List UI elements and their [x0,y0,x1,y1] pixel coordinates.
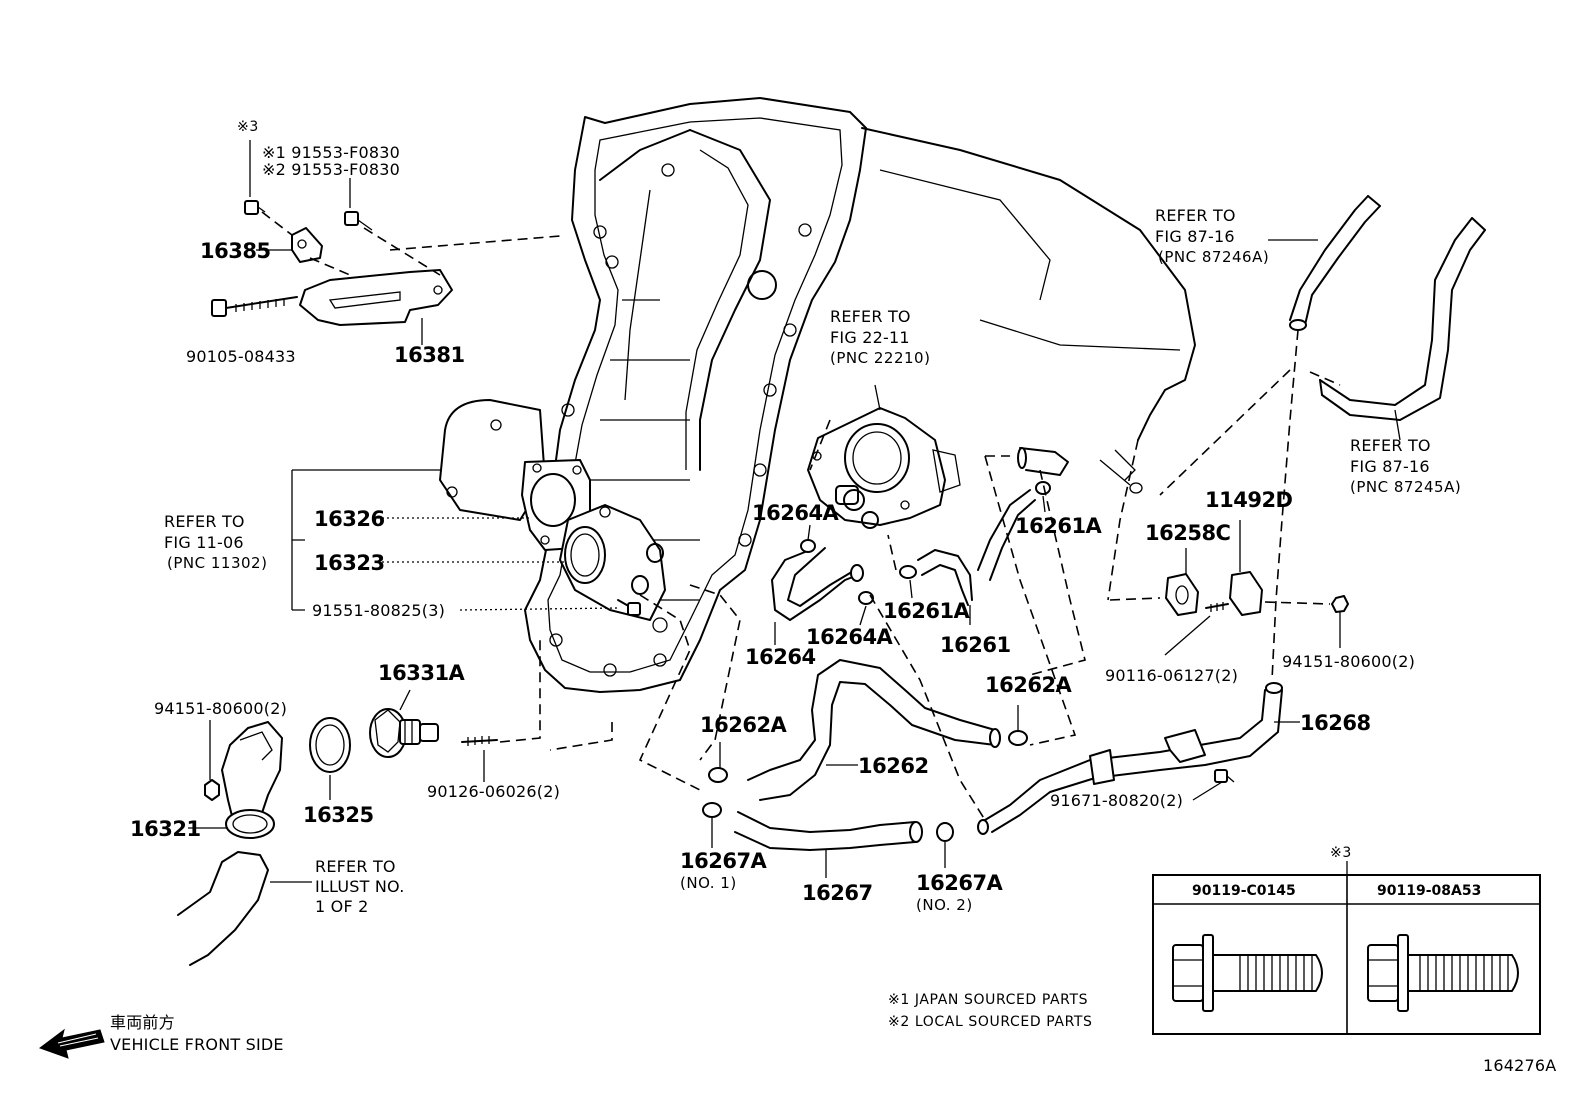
refer-fig-87-16-a-pnc: (PNC 87246A) [1158,248,1269,266]
part-number-90116-06127[interactable]: 90116-06127(2) [1105,666,1238,685]
hose-87245A [1319,217,1486,421]
part-number-16258C[interactable]: 16258C [1145,521,1231,545]
thermostat-16331A-icon [369,708,439,758]
refer-fig-22-11-line1: REFER TO [830,307,911,326]
part-number-11492D[interactable]: 11492D [1205,488,1293,512]
part-number-16262[interactable]: 16262 [858,754,929,778]
clamp-16267A-no2 [936,822,954,842]
label-no2: (NO. 2) [916,896,973,914]
part-number-16267A-no2[interactable]: 16267A [916,871,1004,895]
flange-bolt-icon [1367,934,1519,1012]
bolt-icon [344,211,373,231]
long-bolt-icon [211,296,298,317]
water-inlet-16321 [204,721,283,839]
part-number-16262A-right[interactable]: 16262A [985,673,1073,697]
clamp-16261A-left [899,565,917,579]
refer-illust-line1: REFER TO [315,857,396,876]
refer-fig-11-06-pnc: (PNC 11302) [167,554,267,572]
gasket-16258C-icon [1165,573,1199,616]
clamp-16262A-left [708,767,728,783]
part-number-16326[interactable]: 16326 [314,507,385,531]
bracket-assembly [211,200,561,326]
figure-id: 164276A [1483,1056,1556,1075]
bolt-note-japan: ※1 91553-F0830 [262,143,400,162]
engine-block-outline [861,127,1196,601]
part-number-16268[interactable]: 16268 [1300,711,1371,735]
refer-fig-22-11-line2[interactable]: FIG 22-11 [830,328,910,347]
label-no1: (NO. 1) [680,874,737,892]
clamp-16264A-top [800,539,816,553]
footnote-japan-sourced: ※1 JAPAN SOURCED PARTS [888,992,1088,1008]
water-pipe-16268 [984,689,1283,833]
clamp-16262A-right [1008,730,1028,746]
clamp-16261A-right [1035,481,1051,495]
part-number-16321[interactable]: 16321 [130,817,201,841]
bolt-icon [244,200,266,215]
front-direction-arrow-icon [38,1028,105,1059]
part-number-16261A-left[interactable]: 16261A [883,599,971,623]
part-number-16261[interactable]: 16261 [940,633,1011,657]
part-number-94151-80600-right[interactable]: 94151-80600(2) [1282,652,1415,671]
part-number-16264A-bottom[interactable]: 16264A [806,625,894,649]
part-number-16262A-left[interactable]: 16262A [700,713,788,737]
refer-fig-22-11-pnc: (PNC 22210) [830,349,930,367]
table-header-90119-C0145[interactable]: 90119-C0145 [1192,883,1296,899]
star3-marker: ※3 [237,119,259,135]
part-number-90105-08433[interactable]: 90105-08433 [186,347,296,366]
footnote-local-sourced: ※2 LOCAL SOURCED PARTS [888,1014,1093,1030]
bolt-icon [617,599,641,616]
gasket-16325-icon [309,717,351,773]
part-number-16267[interactable]: 16267 [802,881,873,905]
part-number-16264A-top[interactable]: 16264A [752,501,840,525]
hose-87246A [1289,195,1381,326]
part-number-16267A-no1[interactable]: 16267A [680,849,768,873]
part-number-16264[interactable]: 16264 [745,645,816,669]
bracket-16385-icon [291,227,323,263]
refer-illust-line2[interactable]: ILLUST NO. [315,877,404,896]
refer-fig-11-06-line1: REFER TO [164,512,245,531]
refer-fig-87-16-a-line2[interactable]: FIG 87-16 [1155,227,1235,246]
hose-16262 [747,659,996,801]
part-number-16323[interactable]: 16323 [314,551,385,575]
water-inlet-housing [521,459,668,633]
part-number-16261A-right[interactable]: 16261A [1015,514,1103,538]
gasket-11492D-icon [1229,571,1263,616]
bracket-16381-icon [299,269,453,326]
engine-timing-cover [439,97,867,693]
part-number-16381[interactable]: 16381 [394,343,465,367]
vehicle-front-side-jp: 車両前方 [110,1013,175,1032]
part-number-91551-80825[interactable]: 91551-80825(3) [312,601,445,620]
part-number-94151-80600-left[interactable]: 94151-80600(2) [154,699,287,718]
refer-fig-11-06-line2[interactable]: FIG 11-06 [164,533,244,552]
stud-icon [461,736,498,746]
stud-icon [1205,602,1229,612]
part-number-16331A[interactable]: 16331A [378,661,466,685]
part-number-16325[interactable]: 16325 [303,803,374,827]
part-number-91671-80820[interactable]: 91671-80820(2) [1050,791,1183,810]
throttle-body [807,407,961,529]
refer-fig-87-16-b-pnc: (PNC 87245A) [1350,478,1461,496]
hose-16267 [734,811,916,851]
refer-fig-87-16-a-line1: REFER TO [1155,206,1236,225]
nut-icon [1331,595,1349,613]
vehicle-front-side-en: VEHICLE FRONT SIDE [110,1035,284,1054]
clamp-16264A-bottom [858,591,874,605]
clamp-16267A-no1 [702,802,722,818]
bolt-note-local: ※2 91553-F0830 [262,160,400,179]
refer-illust-line3: 1 OF 2 [315,897,369,916]
radiator-hose-lower [177,851,269,966]
bolt-icon [1214,769,1235,783]
part-number-16385[interactable]: 16385 [200,239,271,263]
part-number-90126-06026[interactable]: 90126-06026(2) [427,782,560,801]
table-header-90119-08A53[interactable]: 90119-08A53 [1377,883,1481,899]
hose-16264 [771,549,859,621]
refer-fig-87-16-b-line1: REFER TO [1350,436,1431,455]
bolt-variant-table: ※3 90119-C0145 90119-08A53 [1152,845,1541,1035]
table-star3-marker: ※3 [1330,845,1352,861]
refer-fig-87-16-b-line2[interactable]: FIG 87-16 [1350,457,1430,476]
flange-bolt-icon [1172,934,1323,1012]
hose-16261 [917,489,1031,601]
